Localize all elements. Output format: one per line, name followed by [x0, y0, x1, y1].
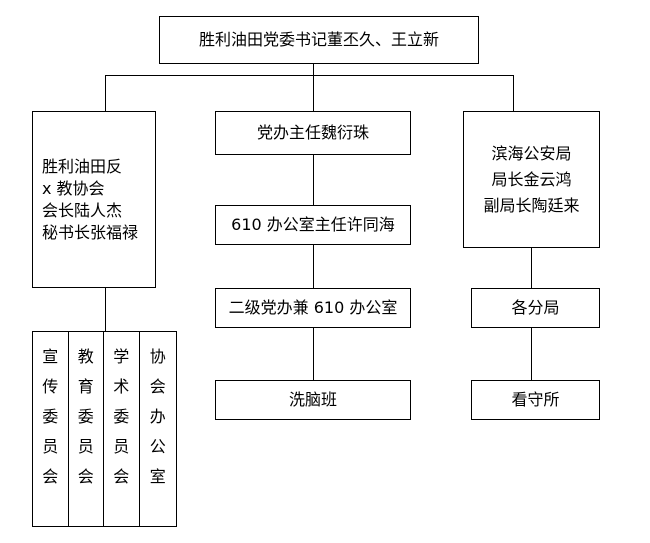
- anti-x-association-line-2: x 教协会: [42, 178, 105, 198]
- office-610-director-label: 610 办公室主任许同海: [231, 215, 395, 234]
- association-office-char-4: 公: [149, 437, 166, 456]
- committee-columns-group: 宣 传 委 员 会 教 育 委 员 会 学 术 委 员 会 协 会 办 公 室: [32, 331, 177, 527]
- column-propaganda-committee[interactable]: 宣 传 委 员 会: [33, 332, 69, 526]
- education-committee-char-2: 育: [77, 377, 94, 396]
- association-office-char-2: 会: [149, 377, 166, 396]
- association-office-char-3: 办: [149, 407, 166, 426]
- academic-committee-char-4: 员: [113, 437, 130, 456]
- connector-bar-to-middle-box: [313, 75, 314, 111]
- connector-sub-bureaus-to-detention: [531, 328, 532, 380]
- propaganda-committee-char-4: 员: [42, 437, 59, 456]
- anti-x-association-line-4: 秘书长张福禄: [42, 222, 139, 242]
- connector-610-to-second-level: [313, 245, 314, 288]
- sub-bureaus-label: 各分局: [511, 298, 560, 317]
- propaganda-committee-char-2: 传: [42, 377, 59, 396]
- connector-bar-to-right-box: [513, 75, 514, 111]
- connector-association-to-committees: [105, 288, 106, 331]
- node-detention-center[interactable]: 看守所: [471, 380, 600, 420]
- education-committee-char-3: 委: [77, 407, 94, 426]
- party-office-director-label: 党办主任魏衍珠: [256, 123, 369, 142]
- anti-x-association-line-3: 会长陆人杰: [42, 200, 123, 220]
- column-academic-committee[interactable]: 学 术 委 员 会: [104, 332, 140, 526]
- node-party-office-director[interactable]: 党办主任魏衍珠: [215, 111, 411, 155]
- column-education-committee[interactable]: 教 育 委 员 会: [69, 332, 104, 526]
- academic-committee-char-5: 会: [113, 467, 130, 486]
- academic-committee-char-2: 术: [113, 377, 130, 396]
- connector-level1-bar: [105, 75, 514, 76]
- node-public-security-bureau[interactable]: 滨海公安局 局长金云鸿 副局长陶廷来: [463, 111, 600, 248]
- node-root-label: 胜利油田党委书记董丕久、王立新: [198, 30, 439, 49]
- education-committee-char-1: 教: [77, 347, 94, 366]
- brainwashing-class-label: 洗脑班: [288, 390, 337, 409]
- node-anti-x-association[interactable]: 胜利油田反 x 教协会 会长陆人杰 秘书长张福禄: [32, 111, 156, 288]
- propaganda-committee-char-3: 委: [42, 407, 59, 426]
- education-committee-char-4: 员: [77, 437, 94, 456]
- association-office-char-1: 协: [149, 347, 166, 366]
- connector-root-down: [313, 64, 314, 76]
- node-sub-bureaus[interactable]: 各分局: [471, 288, 600, 328]
- public-security-bureau-line-3: 副局长陶廷来: [483, 195, 580, 215]
- node-brainwashing-class[interactable]: 洗脑班: [215, 380, 411, 420]
- public-security-bureau-line-1: 滨海公安局: [491, 143, 572, 163]
- node-610-office-director[interactable]: 610 办公室主任许同海: [215, 205, 411, 245]
- node-root-party-secretary[interactable]: 胜利油田党委书记董丕久、王立新: [159, 16, 479, 64]
- connector-bureau-to-sub-bureaus: [531, 248, 532, 288]
- academic-committee-char-3: 委: [113, 407, 130, 426]
- connector-bar-to-left-box: [105, 75, 106, 111]
- node-second-level-party-office[interactable]: 二级党办兼 610 办公室: [215, 288, 411, 328]
- academic-committee-char-1: 学: [113, 347, 130, 366]
- association-office-char-5: 室: [149, 467, 166, 486]
- propaganda-committee-char-5: 会: [42, 467, 59, 486]
- anti-x-association-line-1: 胜利油田反: [42, 156, 123, 176]
- column-association-office[interactable]: 协 会 办 公 室: [140, 332, 176, 526]
- detention-center-label: 看守所: [511, 390, 560, 409]
- education-committee-char-5: 会: [77, 467, 94, 486]
- propaganda-committee-char-1: 宣: [42, 347, 59, 366]
- public-security-bureau-line-2: 局长金云鸿: [491, 169, 572, 189]
- second-level-office-label: 二级党办兼 610 办公室: [228, 298, 398, 317]
- connector-second-level-to-brainwashing: [313, 328, 314, 380]
- connector-party-office-to-610: [313, 155, 314, 205]
